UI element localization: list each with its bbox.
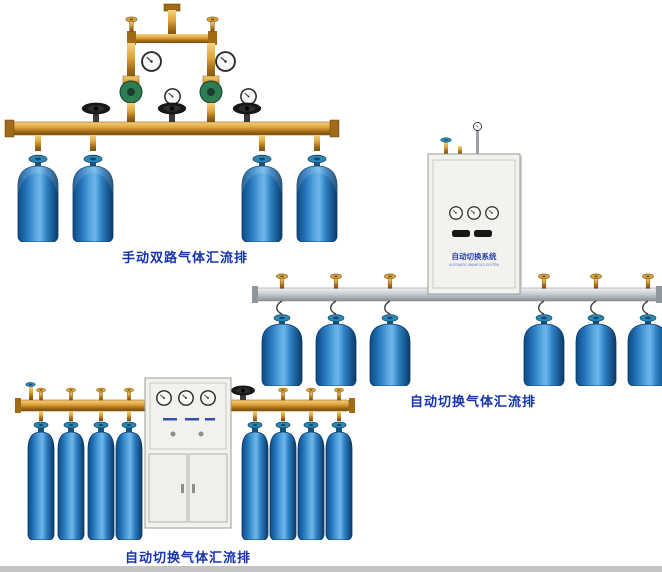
shutoff-valve-icon <box>329 273 343 289</box>
manifold-top-assembly <box>119 3 257 122</box>
shutoff-valve-icon <box>65 387 77 401</box>
pressure-gauge-icon <box>449 206 463 220</box>
gas-cylinder <box>241 421 269 540</box>
shutoff-valve-icon <box>206 16 219 32</box>
control-cabinet: 自动切换系统 AUTOMATIC MANIFOLD SYSTEM <box>427 122 522 295</box>
gas-cylinder <box>523 314 565 386</box>
shutoff-valve-icon <box>123 387 135 401</box>
pipe-top-valves <box>35 385 345 401</box>
control-cabinet-floor <box>144 377 232 529</box>
cabinet-label: 自动切换系统 <box>452 251 497 261</box>
gas-cylinder <box>269 421 297 540</box>
gas-cylinder <box>627 314 662 386</box>
cabinet-sublabel: AUTOMATIC MANIFOLD SYSTEM <box>449 263 499 267</box>
pressure-gauge-icon <box>156 390 172 406</box>
pressure-gauge-icon <box>164 88 181 105</box>
gas-cylinder <box>575 314 617 386</box>
gas-cylinder <box>261 314 303 386</box>
gas-cylinder <box>57 421 85 540</box>
cylinder-stems <box>39 411 341 421</box>
product-caption-auto-switch-floor: 自动切换气体汇流排 <box>124 550 251 565</box>
shutoff-valve-icon <box>125 16 138 32</box>
shutoff-valve-icon <box>537 273 551 289</box>
pressure-gauge-icon <box>467 206 481 220</box>
manifold-header-pipe <box>4 119 340 138</box>
valve-handle-icon <box>25 382 36 387</box>
product-caption-auto-switch-wall: 自动切换气体汇流排 <box>409 394 536 409</box>
cylinder-hoses <box>276 300 649 315</box>
gas-cylinder <box>87 421 115 540</box>
pressure-gauge-icon <box>200 390 216 406</box>
pressure-gauge-icon <box>473 122 482 131</box>
gas-cylinder <box>115 421 143 540</box>
shutoff-valve-icon <box>641 273 655 289</box>
shutoff-valve-icon <box>275 273 289 289</box>
gas-cylinder <box>72 154 114 242</box>
shutoff-valve-icon <box>35 387 47 401</box>
handwheel-icon <box>230 385 256 396</box>
pressure-gauge-icon <box>178 390 194 406</box>
pressure-gauge-icon <box>240 88 257 105</box>
gas-cylinder <box>325 421 353 540</box>
auto-switch-manifold-image: 自动切换系统 AUTOMATIC MANIFOLD SYSTEM <box>252 122 662 386</box>
cylinder-drops <box>35 135 320 151</box>
pressure-gauge-icon <box>485 206 499 220</box>
pressure-regulator-right <box>199 75 223 104</box>
pressure-gauge-icon <box>141 51 162 72</box>
shutoff-valve-icon <box>333 387 345 401</box>
handwheel-valves <box>81 102 262 122</box>
gas-cylinder <box>297 421 325 540</box>
gas-cylinder <box>17 154 59 242</box>
shutoff-valve-icon <box>277 387 289 401</box>
pressure-gauge-icon <box>215 51 236 72</box>
shutoff-valve-icon <box>95 387 107 401</box>
manual-dual-manifold-image <box>4 3 340 242</box>
valve-handle-icon <box>440 137 452 143</box>
shutoff-valve-icon <box>589 273 603 289</box>
shutoff-valve-icon <box>383 273 397 289</box>
pressure-regulator-left <box>119 75 143 104</box>
handwheel-icon <box>232 102 262 115</box>
gas-cylinder <box>27 421 55 540</box>
gas-cylinder <box>369 314 411 386</box>
auto-switch-floor-manifold-image <box>15 377 355 540</box>
shutoff-valve-icon <box>305 387 317 401</box>
product-caption-manual-dual: 手动双路气体汇流排 <box>121 250 248 265</box>
handwheel-icon <box>81 102 111 115</box>
gas-cylinder <box>315 314 357 386</box>
handwheel-icon <box>157 102 187 115</box>
bottom-divider <box>0 566 662 572</box>
